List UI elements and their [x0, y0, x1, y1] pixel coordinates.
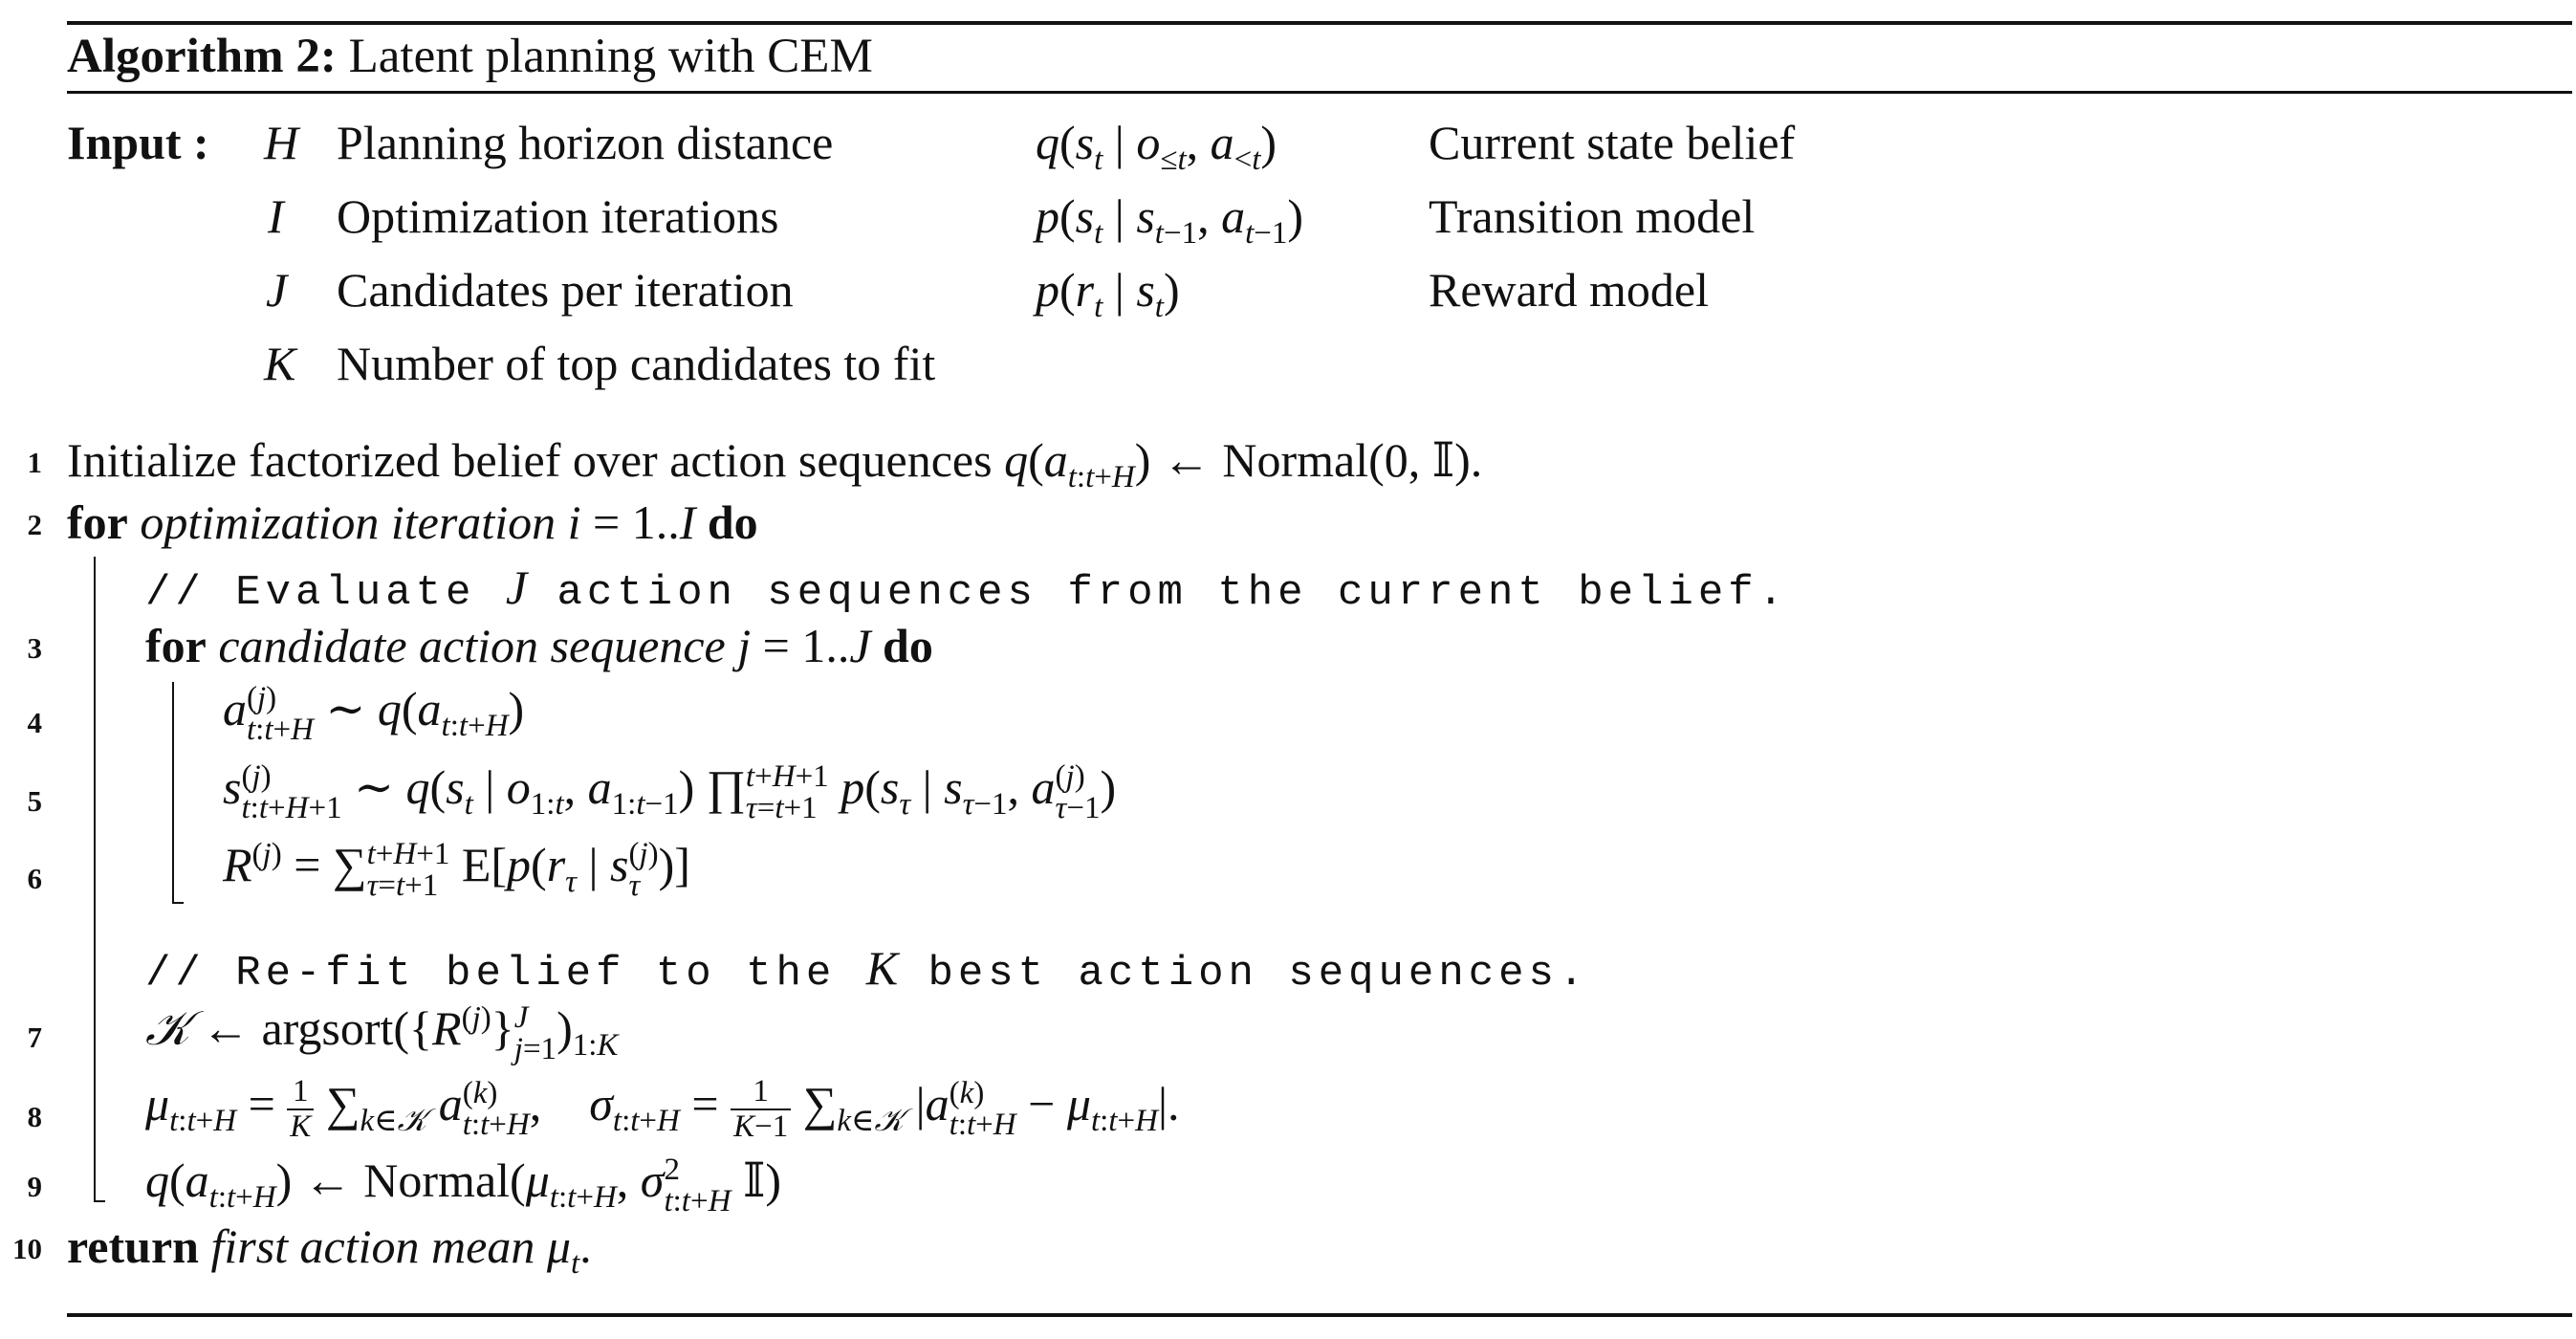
algorithm-line-5: s(j)t:t+H+1 ∼ q(st | o1:t, a1:t−1) ∏t+H+…	[223, 758, 1117, 825]
param-symbol: H	[264, 116, 299, 169]
line-number: 10	[12, 1232, 42, 1265]
param-description: Number of top candidates to fit	[337, 337, 936, 390]
do-keyword: do	[883, 619, 933, 672]
line-number: 7	[27, 1021, 43, 1054]
loop-condition: candidate action sequence	[218, 619, 726, 672]
inner-loop-bar	[172, 682, 174, 904]
param-description: Candidates per iteration	[337, 263, 794, 317]
comment-text: // Evaluate	[145, 569, 506, 617]
transition-expression: p(st | st−1, at−1)	[1036, 189, 1304, 251]
loop-condition: optimization iteration	[140, 495, 557, 549]
param-description: Planning horizon distance	[337, 116, 834, 169]
comment-symbol: J	[505, 560, 528, 614]
model-description: Current state belief	[1429, 116, 1796, 169]
comment-line: // Evaluate J action sequences from the …	[145, 560, 1788, 617]
comment-symbol: K	[865, 941, 899, 995]
outer-loop-bar	[94, 557, 96, 1202]
comment-line: // Re-fit belief to the K best action se…	[145, 940, 1588, 998]
bottom-rule	[67, 1313, 2572, 1317]
param-symbol: J	[266, 263, 288, 317]
param-description: Optimization iterations	[337, 189, 779, 243]
algorithm-line-3: for candidate action sequence j = 1..J d…	[145, 619, 933, 672]
line-number: 5	[27, 784, 43, 818]
belief-expression: q(st | o≤t, a<t)	[1036, 116, 1277, 177]
line-number: 8	[27, 1100, 43, 1133]
algorithm-line-4: a(j)t:t+H ∼ q(at:t+H)	[223, 680, 525, 747]
line-number: 3	[27, 631, 43, 665]
algorithm-line-10: return first action mean μt.	[67, 1219, 592, 1281]
top-rule	[67, 21, 2572, 25]
comment-text: // Re-fit belief to the	[145, 950, 866, 998]
algorithm-line-2: for optimization iteration i = 1..I do	[67, 495, 758, 549]
outer-loop-bar-end	[94, 1200, 105, 1202]
comment-text: best action sequences.	[898, 950, 1589, 998]
header-rule	[67, 91, 2572, 94]
param-symbol: I	[268, 189, 284, 243]
line-number: 9	[27, 1170, 43, 1203]
algorithm-line-1: Initialize factorized belief over action…	[67, 433, 1483, 494]
comment-text: action sequences from the current belief…	[527, 569, 1789, 617]
input-label: Input :	[67, 116, 209, 169]
line-number: 1	[27, 446, 43, 479]
for-keyword: for	[67, 495, 128, 549]
algorithm-title: Algorithm 2: Latent planning with CEM	[67, 29, 873, 84]
line-number: 4	[27, 706, 43, 739]
inner-loop-bar-end	[172, 902, 184, 904]
reward-expression: p(rt | st)	[1036, 263, 1180, 324]
for-keyword: for	[145, 619, 207, 672]
line-text: Initialize factorized belief over action…	[67, 433, 1005, 487]
line-number: 6	[27, 862, 43, 895]
model-description: Reward model	[1429, 263, 1709, 317]
algorithm-number: Algorithm 2:	[67, 30, 337, 83]
do-keyword: do	[707, 495, 758, 549]
param-symbol: K	[264, 337, 296, 390]
algorithm-name: Latent planning with CEM	[336, 30, 873, 83]
return-text: first action mean	[210, 1219, 535, 1273]
return-keyword: return	[67, 1219, 199, 1273]
line-number: 2	[27, 508, 43, 541]
model-description: Transition model	[1429, 189, 1756, 243]
